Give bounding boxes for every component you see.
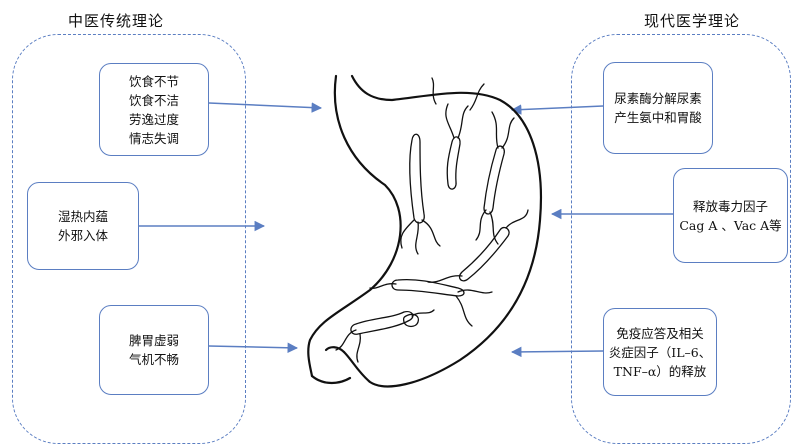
arrow-spleen-to-stomach	[209, 346, 297, 348]
stomach-icon	[308, 76, 541, 386]
bacteria-icon	[336, 78, 528, 362]
arrow-urease-to-stomach	[512, 106, 603, 110]
arrow-diet-to-stomach	[209, 103, 321, 108]
arrow-immune-to-stomach	[512, 351, 603, 352]
